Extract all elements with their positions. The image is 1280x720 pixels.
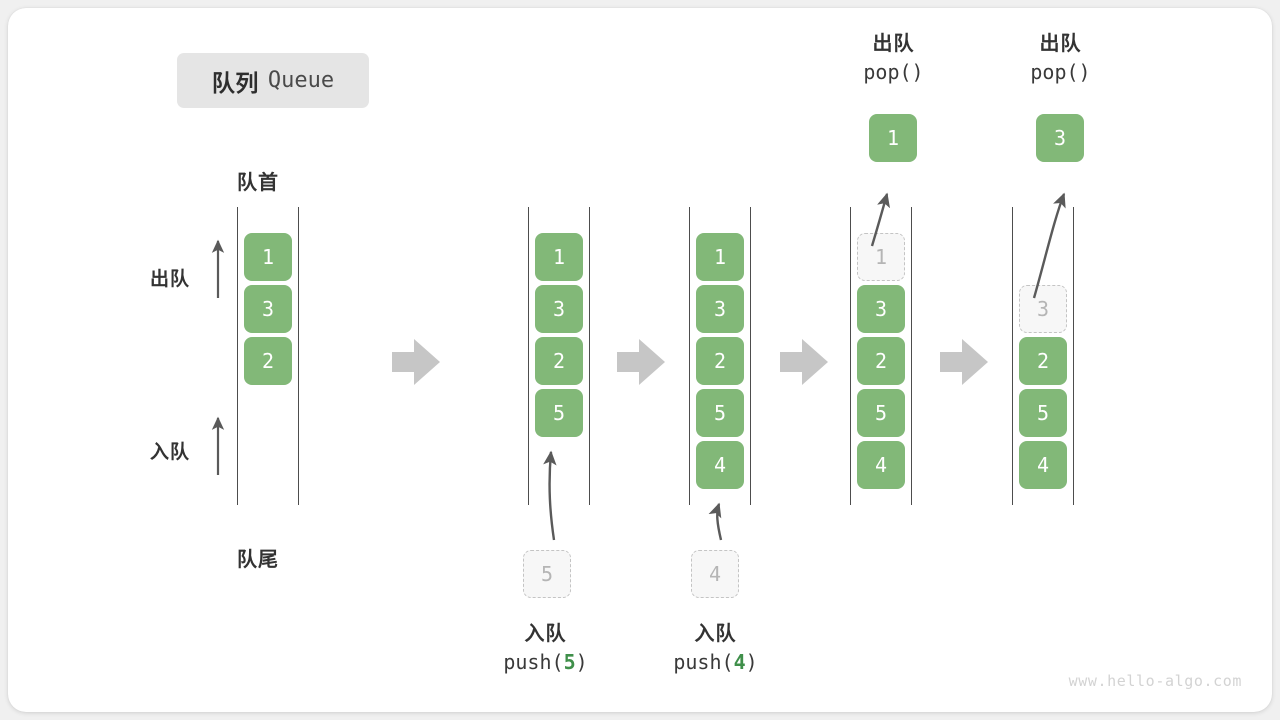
caption-code: pop() bbox=[1030, 60, 1091, 85]
title-badge: 队列 Queue bbox=[177, 53, 369, 108]
caption-chinese: 入队 bbox=[694, 623, 737, 645]
queue-item: 3 bbox=[696, 285, 744, 333]
label-queue-tail: 队尾 bbox=[237, 549, 279, 571]
queue-item: 3 bbox=[244, 285, 292, 333]
step-arrow-1 bbox=[392, 339, 440, 385]
track-rail-right bbox=[589, 207, 590, 505]
code-argument: 5 bbox=[563, 650, 576, 675]
queue-item: 3 bbox=[857, 285, 905, 333]
queue-item: 2 bbox=[535, 337, 583, 385]
queue-item: 5 bbox=[1019, 389, 1067, 437]
track-rail-left bbox=[528, 207, 529, 505]
queue-item: 5 bbox=[857, 389, 905, 437]
queue-track-push-4 bbox=[689, 207, 751, 505]
label-dequeue-direction: 出队 bbox=[150, 269, 191, 290]
queue-item: 5 bbox=[696, 389, 744, 437]
queue-item-new: 4 bbox=[696, 441, 744, 489]
removed-item-ghost: 3 bbox=[1019, 285, 1067, 333]
track-rail-left bbox=[850, 207, 851, 505]
caption-code: pop() bbox=[863, 60, 924, 85]
queue-item: 3 bbox=[535, 285, 583, 333]
queue-item-new: 5 bbox=[535, 389, 583, 437]
step-arrow-2 bbox=[617, 339, 665, 385]
caption-code: push(4) bbox=[628, 648, 803, 676]
watermark: www.hello-algo.com bbox=[1068, 672, 1242, 690]
arrow-overlay bbox=[211, 192, 1066, 541]
code-suffix: ) bbox=[575, 650, 588, 675]
queue-item: 2 bbox=[857, 337, 905, 385]
caption-push-5: 入队 push(5) bbox=[458, 620, 633, 677]
step-arrow-4 bbox=[940, 339, 988, 385]
label-queue-head: 队首 bbox=[237, 172, 279, 194]
track-rail-left bbox=[689, 207, 690, 505]
code-prefix: push( bbox=[673, 650, 734, 675]
queue-track-push-5 bbox=[528, 207, 590, 505]
queue-item: 1 bbox=[535, 233, 583, 281]
title-chinese: 队列 bbox=[211, 69, 259, 96]
queue-item: 2 bbox=[1019, 337, 1067, 385]
code-prefix: push( bbox=[503, 650, 564, 675]
track-rail-left bbox=[1012, 207, 1013, 505]
code-argument: 4 bbox=[733, 650, 746, 675]
track-rail-left bbox=[237, 207, 238, 505]
track-rail-right bbox=[750, 207, 751, 505]
queue-track-pop-1 bbox=[850, 207, 912, 505]
caption-chinese: 出队 bbox=[1039, 33, 1082, 55]
popped-item: 3 bbox=[1036, 114, 1084, 162]
caption-pop-3: 出队 pop() bbox=[973, 30, 1148, 87]
code-suffix: ) bbox=[745, 650, 758, 675]
queue-item: 2 bbox=[244, 337, 292, 385]
queue-item: 1 bbox=[696, 233, 744, 281]
queue-track-pop-3 bbox=[1012, 207, 1074, 505]
title-english: Queue bbox=[267, 68, 335, 93]
track-rail-right bbox=[911, 207, 912, 505]
incoming-item-ghost: 4 bbox=[691, 550, 739, 598]
caption-code: push(5) bbox=[458, 648, 633, 676]
caption-chinese: 出队 bbox=[872, 33, 915, 55]
queue-track-initial bbox=[237, 207, 299, 505]
track-rail-right bbox=[1073, 207, 1074, 505]
push-4-arrow bbox=[708, 502, 723, 541]
track-rail-right bbox=[298, 207, 299, 505]
caption-pop-1: 出队 pop() bbox=[806, 30, 981, 87]
caption-chinese: 入队 bbox=[524, 623, 567, 645]
popped-item: 1 bbox=[869, 114, 917, 162]
queue-item: 4 bbox=[1019, 441, 1067, 489]
label-enqueue-direction: 入队 bbox=[150, 442, 191, 463]
queue-item: 4 bbox=[857, 441, 905, 489]
caption-push-4: 入队 push(4) bbox=[628, 620, 803, 677]
incoming-item-ghost: 5 bbox=[523, 550, 571, 598]
step-arrow-3 bbox=[780, 339, 828, 385]
queue-item: 2 bbox=[696, 337, 744, 385]
diagram-card: 队列 Queue 队首 队尾 出队 入队 1 bbox=[8, 8, 1272, 712]
removed-item-ghost: 1 bbox=[857, 233, 905, 281]
queue-item: 1 bbox=[244, 233, 292, 281]
